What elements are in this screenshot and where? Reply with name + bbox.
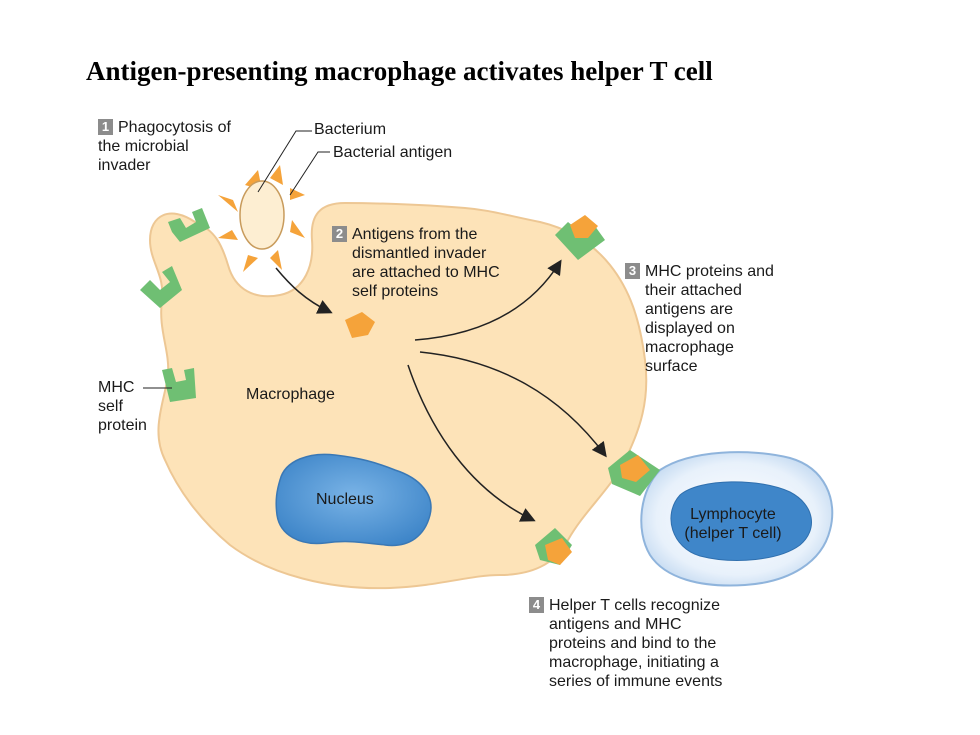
step-text: MHC proteins and (645, 263, 774, 280)
leader-bacterial-antigen (289, 151, 330, 196)
arrow-to-surface (414, 259, 562, 341)
step-text: Antigens from the (352, 226, 478, 243)
lymphocyte-nucleus (670, 481, 812, 561)
arrow-to-bottom (407, 364, 536, 522)
arrow-to-contact (419, 351, 607, 458)
mhc-antigen-complex-contact (608, 450, 660, 496)
step-3: 3 MHC proteins and their attached antigen… (625, 262, 774, 376)
mhc-antigen-complex-bottom (535, 528, 572, 565)
step-text-cont: their attached antigens are displayed on… (645, 282, 742, 375)
step-text-cont: the microbial invader (98, 138, 189, 174)
step-text: Helper T cells recognize (549, 597, 721, 614)
step-number: 2 (332, 226, 347, 242)
internal-antigen (345, 312, 375, 338)
page-title: Antigen-presenting macrophage activates … (86, 56, 713, 86)
lymphocyte-label: Lymphocyte (helper T cell) (684, 506, 782, 542)
arrow-phagocytosis (275, 267, 333, 314)
step-number: 4 (529, 597, 544, 613)
leader-bacterium (257, 130, 312, 193)
step-1: 1 Phagocytosis of the microbial invader (98, 118, 231, 175)
macrophage-label: Macrophage (246, 386, 335, 403)
mhc-self-protein-label: MHC self protein (98, 379, 147, 434)
mhc-protein-top-left (168, 208, 210, 242)
mhc-protein-mid-left (140, 266, 182, 308)
bacterium-body (239, 180, 285, 250)
step-text-cont: dismantled invader are attached to MHC s… (352, 245, 500, 300)
nucleus-label: Nucleus (316, 491, 374, 508)
bacterial-antigen-label: Bacterial antigen (333, 144, 453, 161)
mhc-protein-left (162, 368, 196, 402)
step-4: 4 Helper T cells recognize antigens and M… (529, 596, 722, 691)
mhc-antigen-complex-top (555, 215, 605, 260)
bacterium-label: Bacterium (314, 121, 387, 138)
step-text-cont: antigens and MHC proteins and bind to th… (549, 616, 723, 690)
step-2: 2 Antigens from the dismantled invader ar… (332, 225, 500, 301)
step-number: 1 (98, 119, 113, 135)
step-number: 3 (625, 263, 640, 279)
step-text: Phagocytosis of (118, 119, 231, 136)
nucleus (275, 453, 432, 547)
